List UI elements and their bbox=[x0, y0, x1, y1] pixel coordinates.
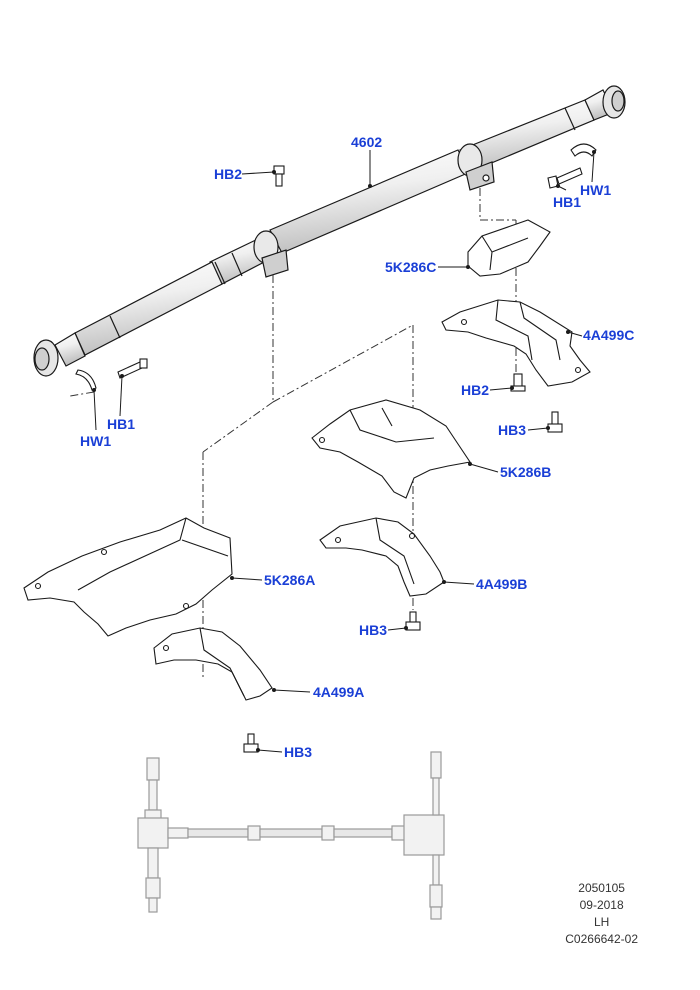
hb3-bolt-c bbox=[547, 411, 563, 433]
bracket-4a499a bbox=[153, 627, 273, 701]
callout-labels: 4602 HB2 HB1 HW1 HB1 HW1 5K286C 4A499C H… bbox=[80, 134, 634, 760]
label-5k286b: 5K286B bbox=[500, 464, 551, 480]
label-hw1-right: HW1 bbox=[580, 182, 611, 198]
label-4a499a: 4A499A bbox=[313, 684, 364, 700]
label-hb2-mid: HB2 bbox=[461, 382, 489, 398]
label-5k286c: 5K286C bbox=[385, 259, 436, 275]
heat-shield-5k286c bbox=[467, 219, 551, 277]
hb1-bolt-left bbox=[117, 358, 148, 379]
bracket-4a499c bbox=[441, 299, 591, 387]
label-hb3-b: HB3 bbox=[359, 622, 387, 638]
drawing-reference: C0266642-02 bbox=[565, 932, 638, 946]
drawing-code: 2050105 bbox=[578, 881, 625, 895]
hb3-bolt-b bbox=[405, 611, 421, 631]
driveshaft-4602 bbox=[33, 85, 626, 377]
drawing-side: LH bbox=[593, 915, 610, 929]
bracket-4a499b bbox=[319, 517, 445, 597]
hb3-bolt-a bbox=[243, 733, 259, 753]
hb1-bolt-right bbox=[547, 167, 583, 189]
hb2-bolt-top bbox=[273, 165, 285, 187]
label-4a499c: 4A499C bbox=[583, 327, 634, 343]
label-hb1-left: HB1 bbox=[107, 416, 135, 432]
heat-shield-5k286a bbox=[23, 517, 233, 637]
vehicle-locator-diagram bbox=[137, 751, 445, 920]
hw1-clip-left bbox=[75, 369, 97, 391]
label-hb1-right: HB1 bbox=[553, 194, 581, 210]
label-hb3-c: HB3 bbox=[498, 422, 526, 438]
label-hb2-top: HB2 bbox=[214, 166, 242, 182]
label-5k286a: 5K286A bbox=[264, 572, 315, 588]
label-hb3-a: HB3 bbox=[284, 744, 312, 760]
leader-lines bbox=[93, 150, 595, 753]
hw1-clip-right bbox=[570, 143, 597, 157]
label-4602: 4602 bbox=[351, 134, 382, 150]
drawing-date: 09-2018 bbox=[579, 898, 624, 912]
heat-shield-5k286b bbox=[311, 399, 471, 499]
leader-dots bbox=[92, 150, 596, 752]
label-hw1-left: HW1 bbox=[80, 433, 111, 449]
label-4a499b: 4A499B bbox=[476, 576, 527, 592]
drawing-info-block: 2050105 09-2018 LH C0266642-02 bbox=[565, 880, 638, 948]
